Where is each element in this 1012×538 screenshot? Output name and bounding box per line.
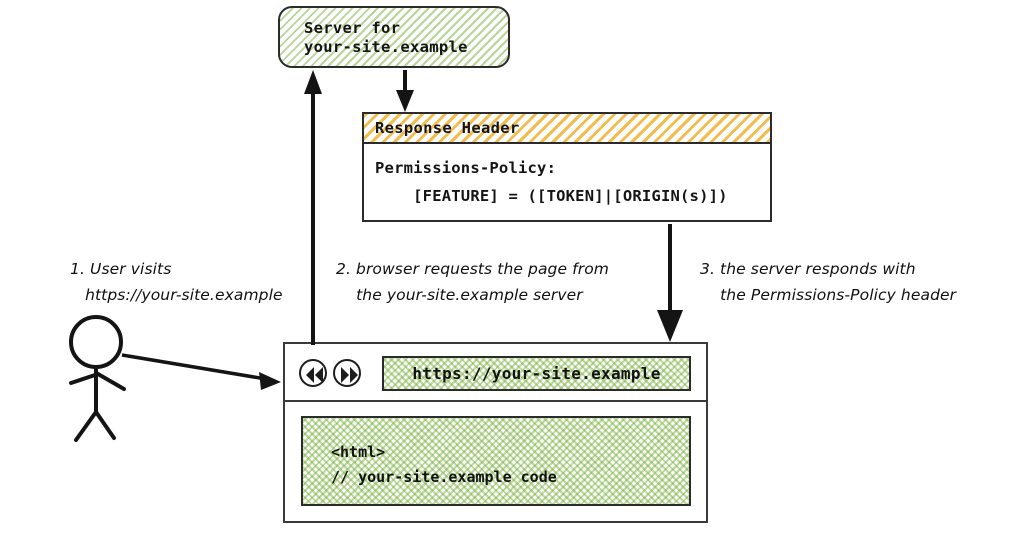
user-arm-right	[96, 372, 126, 391]
server-box-line-1: Server for	[304, 19, 401, 37]
server-box: Server for your-site.example	[278, 6, 510, 68]
code-line-1: <html>	[331, 443, 386, 461]
user-leg-right	[94, 410, 116, 440]
annotation-step-3: 3. the server responds with the Permissi…	[700, 260, 957, 304]
server-box-label: Server for your-site.example	[304, 19, 468, 57]
browser-toolbar: https://your-site.example	[285, 344, 706, 402]
annotation-step-1: 1. User visits https://your-site.example	[70, 260, 283, 304]
arrow-server-to-response-header	[396, 70, 414, 112]
permissions-policy-line: Permissions-Policy:	[375, 159, 557, 177]
user-leg-left	[74, 410, 98, 442]
arrow-response-header-to-browser	[657, 224, 683, 342]
annotation-step-2: 2. browser requests the page from the yo…	[336, 260, 609, 304]
forward-arrow-glyph	[341, 367, 358, 383]
server-box-line-2: your-site.example	[304, 38, 468, 56]
response-header-box: Response Header Permissions-Policy: [FEA…	[362, 112, 772, 222]
browser-window: https://your-site.example <html> // your…	[283, 342, 708, 523]
back-arrow-glyph	[306, 367, 323, 383]
response-header-title: Response Header	[375, 119, 520, 137]
arrow-browser-to-server	[304, 70, 322, 345]
code-line-2: // your-site.example code	[331, 468, 557, 486]
user-arm-left	[69, 372, 100, 385]
browser-page-content: <html> // your-site.example code	[301, 416, 691, 506]
user-head	[69, 315, 123, 369]
arrow-user-to-browser	[121, 353, 281, 390]
address-bar-url: https://your-site.example	[412, 364, 661, 383]
forward-icon[interactable]	[333, 359, 361, 387]
permissions-policy-value-line: [FEATURE] = ([TOKEN]|[ORIGIN(s)])	[375, 187, 728, 205]
response-header-title-bar: Response Header	[364, 114, 770, 144]
user-stick-figure	[69, 315, 126, 442]
address-bar[interactable]: https://your-site.example	[382, 356, 691, 391]
back-icon[interactable]	[299, 359, 327, 387]
page-source-code: <html> // your-site.example code	[331, 440, 557, 490]
response-header-body: Permissions-Policy: [FEATURE] = ([TOKEN]…	[375, 154, 728, 210]
